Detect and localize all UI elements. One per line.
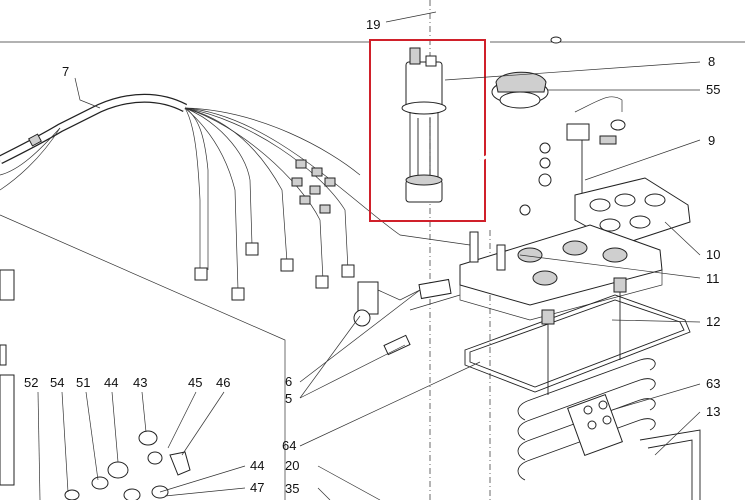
callout-46: 46 xyxy=(216,375,230,390)
boiler-cover xyxy=(459,224,663,321)
callout-35: 35 xyxy=(285,481,299,496)
heating-element xyxy=(517,277,656,481)
thermostat-probe xyxy=(479,96,626,216)
boiler-top-gasket xyxy=(574,177,691,246)
callout-9: 9 xyxy=(708,133,715,148)
callout-10: 10 xyxy=(706,247,720,262)
callout-13: 13 xyxy=(706,404,720,419)
highlight-box xyxy=(369,39,486,222)
callout-44-right: 44 xyxy=(250,458,264,473)
thermostat xyxy=(353,278,461,356)
callout-54: 54 xyxy=(50,375,64,390)
water-hose xyxy=(438,0,562,44)
callout-45: 45 xyxy=(188,375,202,390)
callout-19: 19 xyxy=(366,17,380,32)
callout-12: 12 xyxy=(706,314,720,329)
fittings xyxy=(0,269,191,500)
callout-labels: 19 8 55 7 9 10 11 12 6 5 63 64 13 20 35 … xyxy=(24,17,720,496)
callout-6: 6 xyxy=(285,374,292,389)
level-probe-assembly xyxy=(401,47,447,203)
leader-lines xyxy=(37,11,701,500)
callout-11: 11 xyxy=(706,271,720,286)
callout-63: 63 xyxy=(706,376,720,391)
callout-20: 20 xyxy=(285,458,299,473)
callout-52: 52 xyxy=(24,375,38,390)
callout-43: 43 xyxy=(133,375,147,390)
callout-64: 64 xyxy=(282,438,296,453)
callout-55: 55 xyxy=(706,82,720,97)
pressure-cap xyxy=(491,71,549,109)
callout-5: 5 xyxy=(285,391,292,406)
cable-harness xyxy=(0,93,471,301)
callout-8: 8 xyxy=(708,54,715,69)
callout-7: 7 xyxy=(62,64,69,79)
callout-44-left: 44 xyxy=(104,375,118,390)
boiler-body xyxy=(639,429,701,500)
callout-51: 51 xyxy=(76,375,90,390)
callout-47: 47 xyxy=(250,480,264,495)
seal-gasket xyxy=(464,294,691,393)
